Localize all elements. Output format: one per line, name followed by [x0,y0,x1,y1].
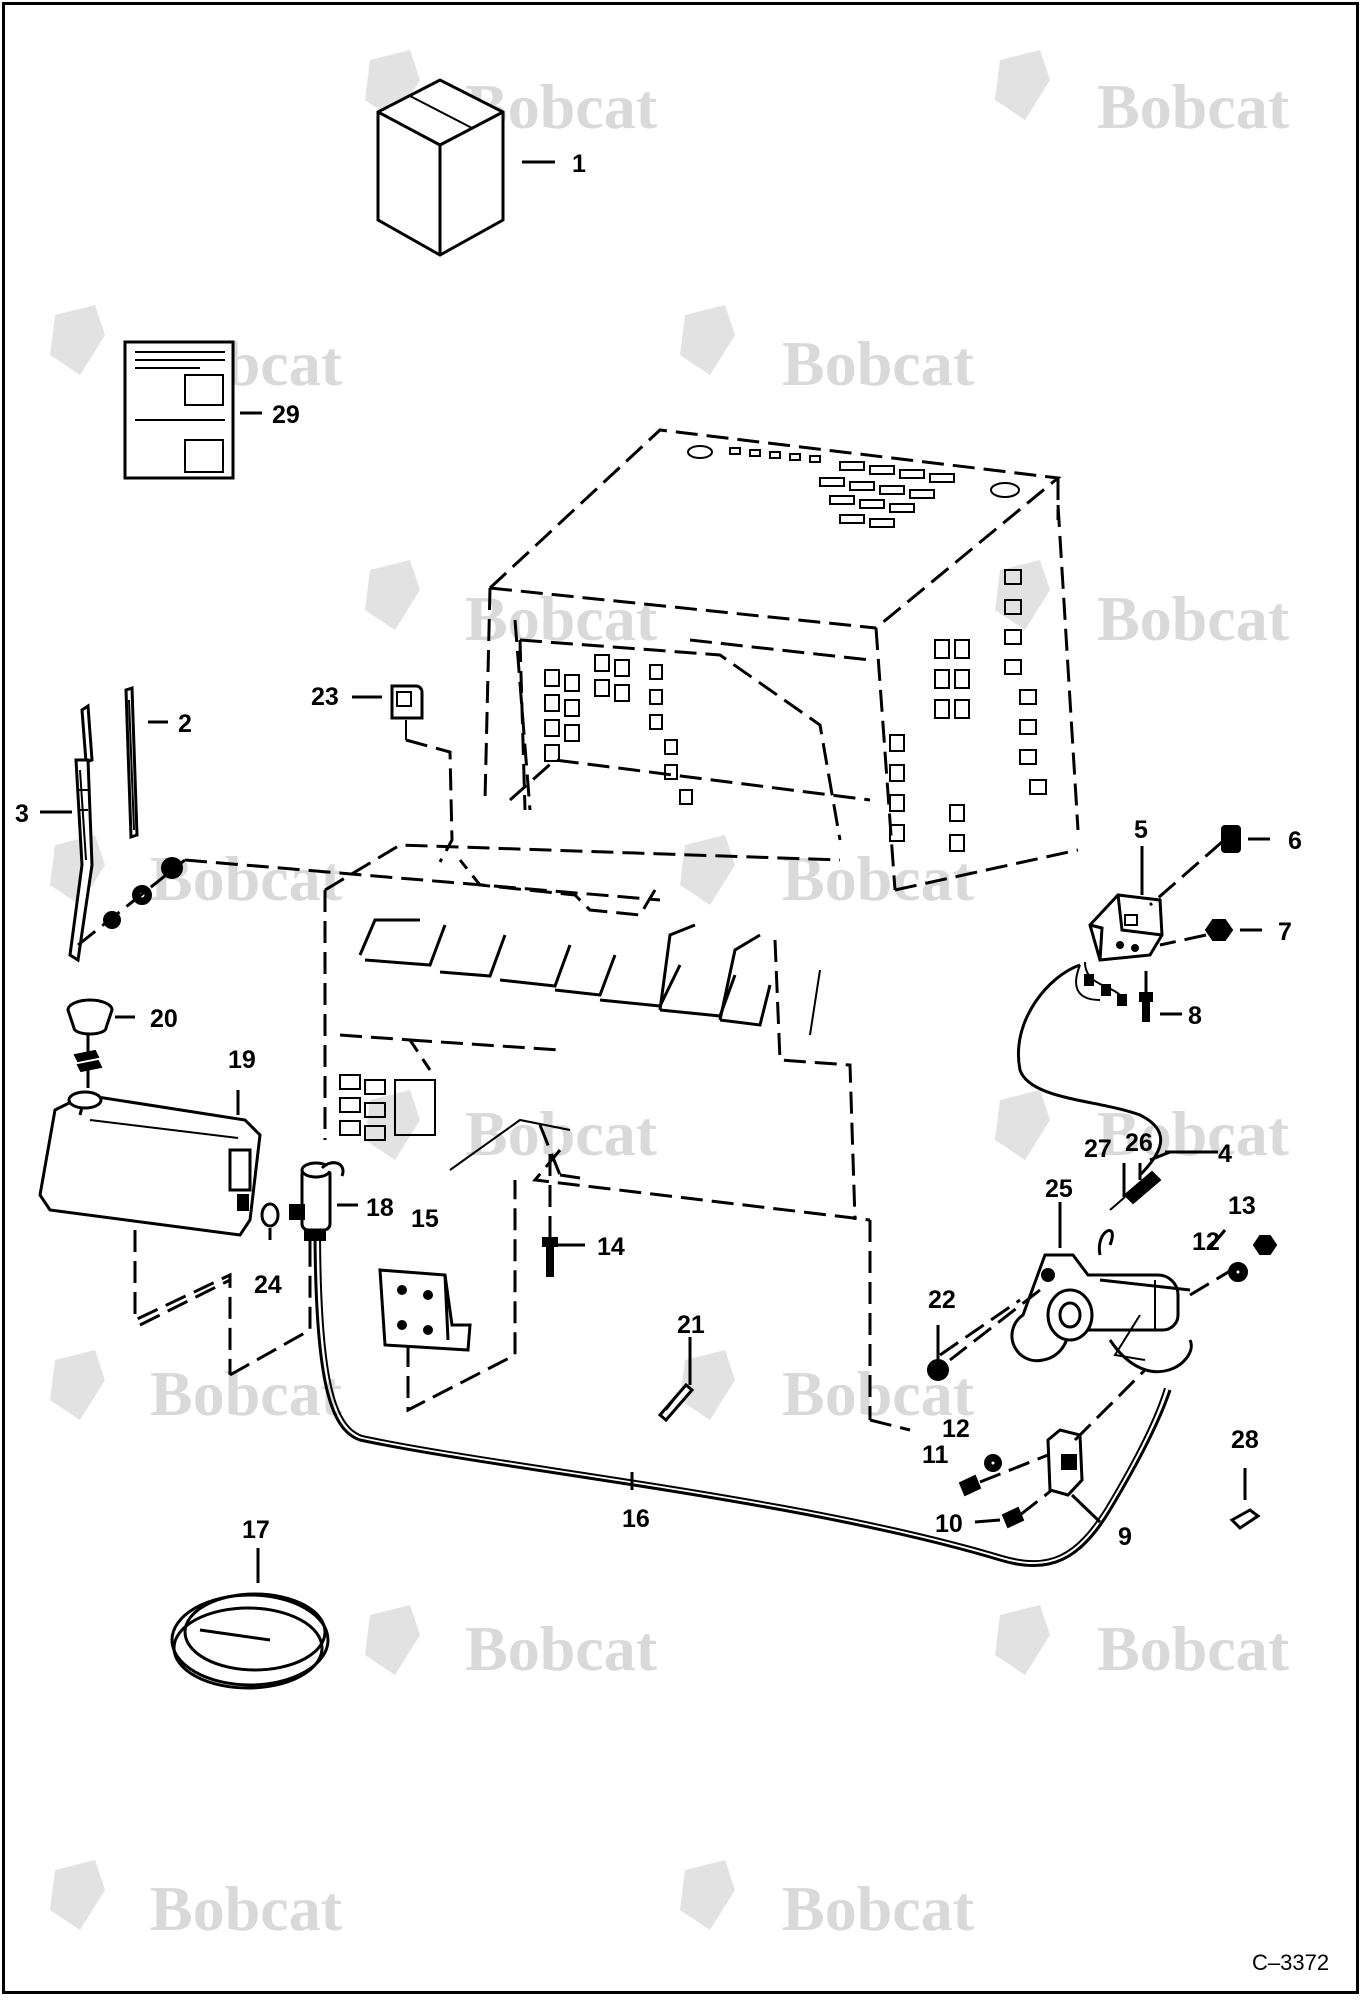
watermarks: Bobcat Bobcat Bobcat Bobcat Bobcat Bobca… [50,50,1290,1944]
watermark-bobcat-logo: Bobcat [50,1860,343,1944]
part-reservoir-cap [66,998,114,1090]
watermark-text: Bobcat [150,1873,343,1944]
part-nut [1252,1235,1278,1255]
callout-17: 17 [242,1516,270,1544]
callout-15: 15 [411,1205,439,1233]
part-hose-coil [170,1592,330,1690]
part-screw [1139,965,1153,1022]
part-nut [1159,919,1234,947]
watermark-text: Bobcat [1097,1613,1290,1684]
part-bolt [542,1150,558,1277]
callout-8: 8 [1188,1002,1202,1030]
part-switch-knob [1149,825,1241,907]
watermark-bobcat-logo: Bobcat [50,835,343,914]
leader-lines [40,160,1270,1583]
watermark-bobcat-logo: Bobcat [365,560,658,654]
side-grille-slots [544,569,1047,852]
part-lockwasher [984,1454,1002,1472]
watermark-bobcat-logo: Bobcat [50,1350,343,1429]
callout-19: 19 [228,1046,256,1074]
callout-10: 10 [935,1510,963,1538]
watermark-text: Bobcat [782,1873,975,1944]
figure-reference: C–3372 [1252,1950,1329,1975]
loader-frame [323,843,911,1432]
callout-22: 22 [928,1286,956,1314]
watermark-bobcat-logo: Bobcat [365,1090,658,1169]
callout-28: 28 [1231,1426,1259,1454]
callout-16: 16 [622,1505,650,1533]
part-switch-bracket [1088,893,1164,962]
watermark-text: Bobcat [465,1098,658,1169]
part-grommet [927,1298,1021,1381]
watermark-text: Bobcat [1097,1098,1290,1169]
callout-27: 27 [1084,1135,1112,1163]
callout-9: 9 [1118,1523,1132,1551]
callout-23: 23 [311,683,339,711]
part-washer-reservoir [38,1090,262,1237]
callout-24: 24 [254,1271,282,1299]
watermark-text: Bobcat [150,843,343,914]
watermark-bobcat-logo: Bobcat [680,1860,975,1944]
callout-3: 3 [15,800,29,828]
roof-slots [729,447,955,528]
callout-29: 29 [272,401,300,429]
part-wiper-arm [68,703,94,963]
part-grommet-ring [260,1202,280,1228]
callout-11: 11 [922,1441,949,1469]
part-decal-sheet [123,340,235,480]
part-washer-pump [289,1161,345,1241]
part-wiper-blade [124,685,139,840]
part-mount-bracket [378,1180,517,1413]
wiper-shaft-hardware [77,857,661,947]
watermark-text: Bobcat [465,1613,658,1684]
callout-26: 26 [1125,1129,1153,1157]
part-box [376,78,505,257]
part-clip [1229,1508,1261,1530]
part-wiper-motor [949,1229,1241,1374]
watermark-text: Bobcat [150,1358,343,1429]
part-relay [390,684,454,863]
callout-20: 20 [150,1005,178,1033]
watermark-bobcat-logo: Bobcat [995,560,1290,654]
part-wiring-harness [1017,961,1176,1177]
callout-2: 2 [178,710,192,738]
callout-18: 18 [366,1194,394,1222]
callouts: 1 2 3 4 5 6 7 8 9 10 11 12 12 13 14 15 1… [15,150,1302,1551]
callout-21: 21 [677,1311,705,1339]
part-motor-bracket [1046,1368,1147,1497]
watermark-bobcat-logo: Bobcat [365,1605,658,1684]
callout-13: 13 [1228,1192,1256,1220]
watermark-text: Bobcat [1097,583,1290,654]
watermark-bobcat-logo: Bobcat [995,1605,1290,1684]
callout-6: 6 [1288,827,1302,855]
part-bolt [958,1453,1049,1497]
callout-5: 5 [1134,816,1148,844]
callout-12-lower: 12 [942,1415,970,1443]
callout-12-upper: 12 [1192,1228,1220,1256]
callout-14: 14 [597,1233,625,1261]
watermark-bobcat-logo: Bobcat [680,305,975,399]
callout-7: 7 [1278,918,1292,946]
part-pin [657,1382,695,1423]
watermark-text: Bobcat [782,328,975,399]
watermark-text: Bobcat [1097,71,1290,142]
part-washer [1228,1262,1248,1282]
watermark-bobcat-logo: Bobcat [995,50,1290,142]
callout-4: 4 [1218,1140,1232,1168]
watermark-bobcat-logo: Bobcat [680,835,975,914]
watermark-bobcat-logo: Bobcat [995,1090,1290,1169]
callout-1: 1 [572,150,586,178]
reservoir-mount-lines [133,1230,312,1377]
watermark-bobcat-logo: Bobcat [680,1350,975,1429]
callout-25: 25 [1045,1175,1073,1203]
part-washer-hose [313,1224,1172,1568]
part-connector [1109,1170,1162,1211]
part-bolt [1001,1488,1053,1529]
cab-outline [483,428,1080,892]
